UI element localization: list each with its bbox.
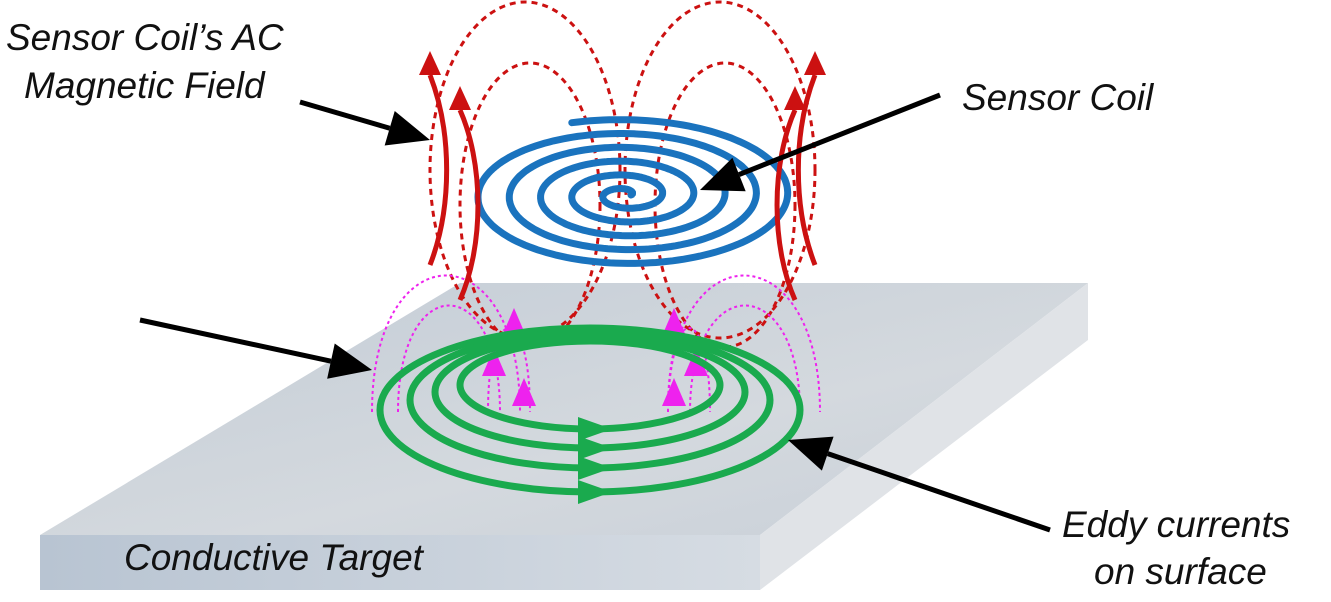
plate-top-face (40, 283, 1088, 535)
label-sensor-coil: Sensor Coil (962, 77, 1155, 118)
opposing-arc-1 (371, 274, 521, 413)
label-conductive-target: Conductive Target (124, 537, 425, 578)
plate-side-face (760, 283, 1088, 590)
eddy-arrow-3 (578, 436, 612, 460)
field-arrow-4 (784, 86, 806, 110)
field-arrow-1 (419, 51, 441, 75)
opposing-arc-3 (487, 327, 531, 413)
field-loop-solid-1 (427, 74, 450, 266)
pointer-field-head (384, 110, 430, 146)
opposing-field-lines (371, 274, 821, 413)
field-loop-solid-4 (774, 108, 798, 302)
pointer-eddy-currents-shaft (826, 451, 1051, 533)
opposing-arrow-3 (512, 378, 536, 406)
pointer-opposing-field-shaft (139, 317, 332, 364)
eddy-arrow-4 (578, 417, 612, 441)
field-loop-dashed-3 (623, 0, 817, 340)
opposing-arrow-1 (502, 308, 526, 336)
eddy-current-loops (376, 324, 804, 504)
opposing-arc-4 (667, 274, 821, 413)
field-loop-solid-3 (795, 74, 818, 266)
pointer-opposing-field-head (327, 343, 372, 379)
label-field-line2: Magnetic Field (24, 65, 266, 106)
pointer-sensor-coil-shaft (738, 92, 941, 177)
sensor-coil-spiral (474, 116, 792, 267)
eddy-arrow-2 (578, 456, 612, 480)
opposing-arc-2 (397, 304, 501, 413)
pointer-eddy-currents-head (788, 436, 834, 471)
opposing-arrow-4 (662, 308, 686, 336)
label-field-line1: Sensor Coil’s AC (6, 17, 284, 58)
pointer-sensor-coil-head (700, 157, 746, 192)
eddy-arrow-1 (578, 480, 612, 504)
pointer-arrows (139, 92, 1051, 533)
opposing-arrow-2 (482, 348, 506, 376)
field-loop-dashed-2 (458, 61, 602, 349)
opposing-arc-6 (667, 327, 711, 413)
opposing-arrow-6 (662, 378, 686, 406)
field-arrow-2 (449, 86, 471, 110)
field-arrow-3 (804, 51, 826, 75)
conductive-target-plate (40, 283, 1088, 590)
label-eddy-line2: on surface (1094, 551, 1267, 592)
plate-front-face (40, 535, 760, 590)
pointer-field-shaft (299, 99, 391, 131)
field-loop-solid-2 (457, 108, 481, 302)
label-eddy-line1: Eddy currents (1062, 504, 1290, 545)
magnetic-field-loops-front (419, 51, 826, 302)
